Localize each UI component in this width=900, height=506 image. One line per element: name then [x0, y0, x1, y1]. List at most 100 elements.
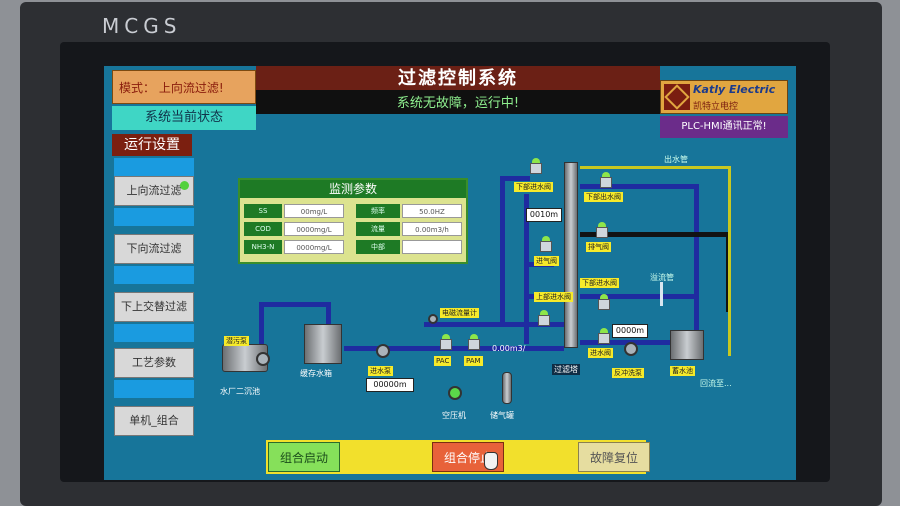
- water-valve-tag: 进水阀: [588, 348, 613, 358]
- valve-icon[interactable]: [530, 158, 542, 174]
- page-title: 过滤控制系统: [256, 66, 660, 90]
- inlet-pump-icon[interactable]: [376, 344, 390, 358]
- logo-name: Katly Electric: [693, 83, 776, 96]
- monitor-value: 50.0HZ: [402, 204, 462, 218]
- sidebar-item-downflow[interactable]: 下向流过滤: [114, 234, 194, 264]
- valve-icon[interactable]: [540, 236, 552, 252]
- tower-level-readout: 0010m: [526, 208, 562, 222]
- monitor-key: 流量: [356, 222, 400, 236]
- pipe: [259, 304, 264, 344]
- logo-chinese: 凯特立电控: [693, 102, 739, 112]
- lower-return-valve-tag: 下部进水阀: [580, 278, 619, 288]
- monitor-panel: 监测参数 SS 00mg/L 频率 50.0HZ COD 0000mg/L 流量…: [238, 178, 468, 264]
- filter-tower: [564, 162, 578, 348]
- top-out-valve-tag: 下部出水阀: [584, 192, 623, 202]
- compressor-icon[interactable]: [448, 386, 462, 400]
- valve-icon[interactable]: [538, 310, 550, 326]
- pipe: [500, 176, 505, 326]
- sidebar-divider: [114, 266, 194, 284]
- monitor-key: SS: [244, 204, 282, 218]
- flowmeter-icon: [428, 314, 438, 324]
- active-indicator-icon: [180, 181, 189, 190]
- mode-value: 上向流过滤!: [158, 81, 224, 95]
- flow-rate-readout: 0.00m3/: [492, 344, 526, 353]
- pipe: [580, 166, 730, 169]
- monitor-value: 0.00m3/h: [402, 222, 462, 236]
- monitor-title: 监测参数: [240, 180, 466, 198]
- pipe: [580, 294, 698, 299]
- pipe: [424, 322, 564, 327]
- pipe: [500, 176, 530, 181]
- monitor-key: NH3-N: [244, 240, 282, 254]
- valve-icon[interactable]: [596, 222, 608, 238]
- sidebar-item-label: 单机_组合: [129, 414, 179, 427]
- pipe: [728, 166, 731, 356]
- backwash-pump-tag: 反冲洗泵: [612, 368, 644, 378]
- top-drain-valve-tag: 下部进水阀: [514, 182, 553, 192]
- backwash-pump-icon[interactable]: [624, 342, 638, 356]
- plc-status: PLC-HMI通讯正常!: [660, 116, 788, 138]
- filter-tower-label: 过滤塔: [552, 364, 580, 375]
- inlet-flow-readout: 00000m: [366, 378, 414, 392]
- monitor-key: 频率: [356, 204, 400, 218]
- flowmeter-tag: 电磁流量计: [440, 308, 479, 318]
- pac-tag: PAC: [434, 356, 452, 366]
- upper-in-valve-tag: 上部进水阀: [534, 292, 573, 302]
- monitor-value: 0000mg/L: [284, 240, 344, 254]
- device-brand: MCGS: [102, 14, 182, 38]
- air-tank: [502, 372, 512, 404]
- sidebar-item-label: 上向流过滤: [126, 184, 182, 197]
- valve-icon[interactable]: [598, 328, 610, 344]
- overflow-label: 溢流管: [650, 273, 674, 282]
- sidebar-divider: [114, 380, 194, 398]
- pipe: [660, 282, 663, 306]
- logo-icon: [664, 84, 690, 110]
- company-logo: Katly Electric 凯特立电控: [660, 80, 788, 114]
- pipe: [694, 184, 699, 344]
- air-valve-tag: 进气阀: [534, 256, 559, 266]
- sidebar-item-upflow[interactable]: 上向流过滤: [114, 176, 194, 206]
- monitor-key: COD: [244, 222, 282, 236]
- air-tank-label: 储气罐: [490, 411, 514, 420]
- sidebar-item-label: 工艺参数: [132, 356, 176, 369]
- buffer-tank-label: 缓存水箱: [300, 369, 332, 378]
- pipe: [524, 194, 529, 344]
- monitor-value: 00mg/L: [284, 204, 344, 218]
- pipe: [326, 302, 331, 324]
- return-label: 回流至...: [700, 379, 732, 388]
- hmi-screen: 模式： 上向流过滤! 系统当前状态 过滤控制系统 系统无故障，运行中! Katl…: [104, 66, 796, 480]
- monitor-key: 中部: [356, 240, 400, 254]
- mode-indicator: 模式： 上向流过滤!: [112, 70, 256, 104]
- drain-label: 出水管: [664, 155, 688, 164]
- fault-reset-button[interactable]: 故障复位: [578, 442, 650, 472]
- valve-icon[interactable]: [598, 294, 610, 310]
- system-state-button[interactable]: 系统当前状态: [112, 106, 256, 130]
- pipe: [580, 232, 730, 237]
- combo-start-button[interactable]: 组合启动: [268, 442, 340, 472]
- pipe: [580, 340, 700, 345]
- submersible-pump-tag: 潜污泵: [224, 336, 249, 346]
- sidebar-item-params[interactable]: 工艺参数: [114, 348, 194, 378]
- hand-pointer-icon: [484, 452, 498, 470]
- title-bar: 过滤控制系统 系统无故障，运行中!: [256, 66, 660, 114]
- buffer-tank: [304, 324, 342, 364]
- vent-valve-tag: 排气阀: [586, 242, 611, 252]
- compressor-label: 空压机: [442, 411, 466, 420]
- water-tank-label: 蓄水池: [670, 366, 695, 376]
- sidebar-title: 运行设置: [112, 134, 192, 156]
- pam-tag: PAM: [464, 356, 483, 366]
- sidebar-divider: [114, 208, 194, 226]
- monitor-value: [402, 240, 462, 254]
- tank-level-readout: 0000m: [612, 324, 648, 338]
- valve-icon[interactable]: [600, 172, 612, 188]
- dosing-pump-pam-icon[interactable]: [468, 334, 480, 350]
- pipe: [344, 346, 564, 351]
- dosing-pump-pac-icon[interactable]: [440, 334, 452, 350]
- pipe: [259, 302, 329, 307]
- water-tank: [670, 330, 704, 360]
- pipe: [580, 184, 698, 189]
- sidebar-item-single-combo[interactable]: 单机_组合: [114, 406, 194, 436]
- sidebar-item-alternate[interactable]: 下上交替过滤: [114, 292, 194, 322]
- pump-icon[interactable]: [256, 352, 270, 366]
- sidebar-divider: [114, 158, 194, 176]
